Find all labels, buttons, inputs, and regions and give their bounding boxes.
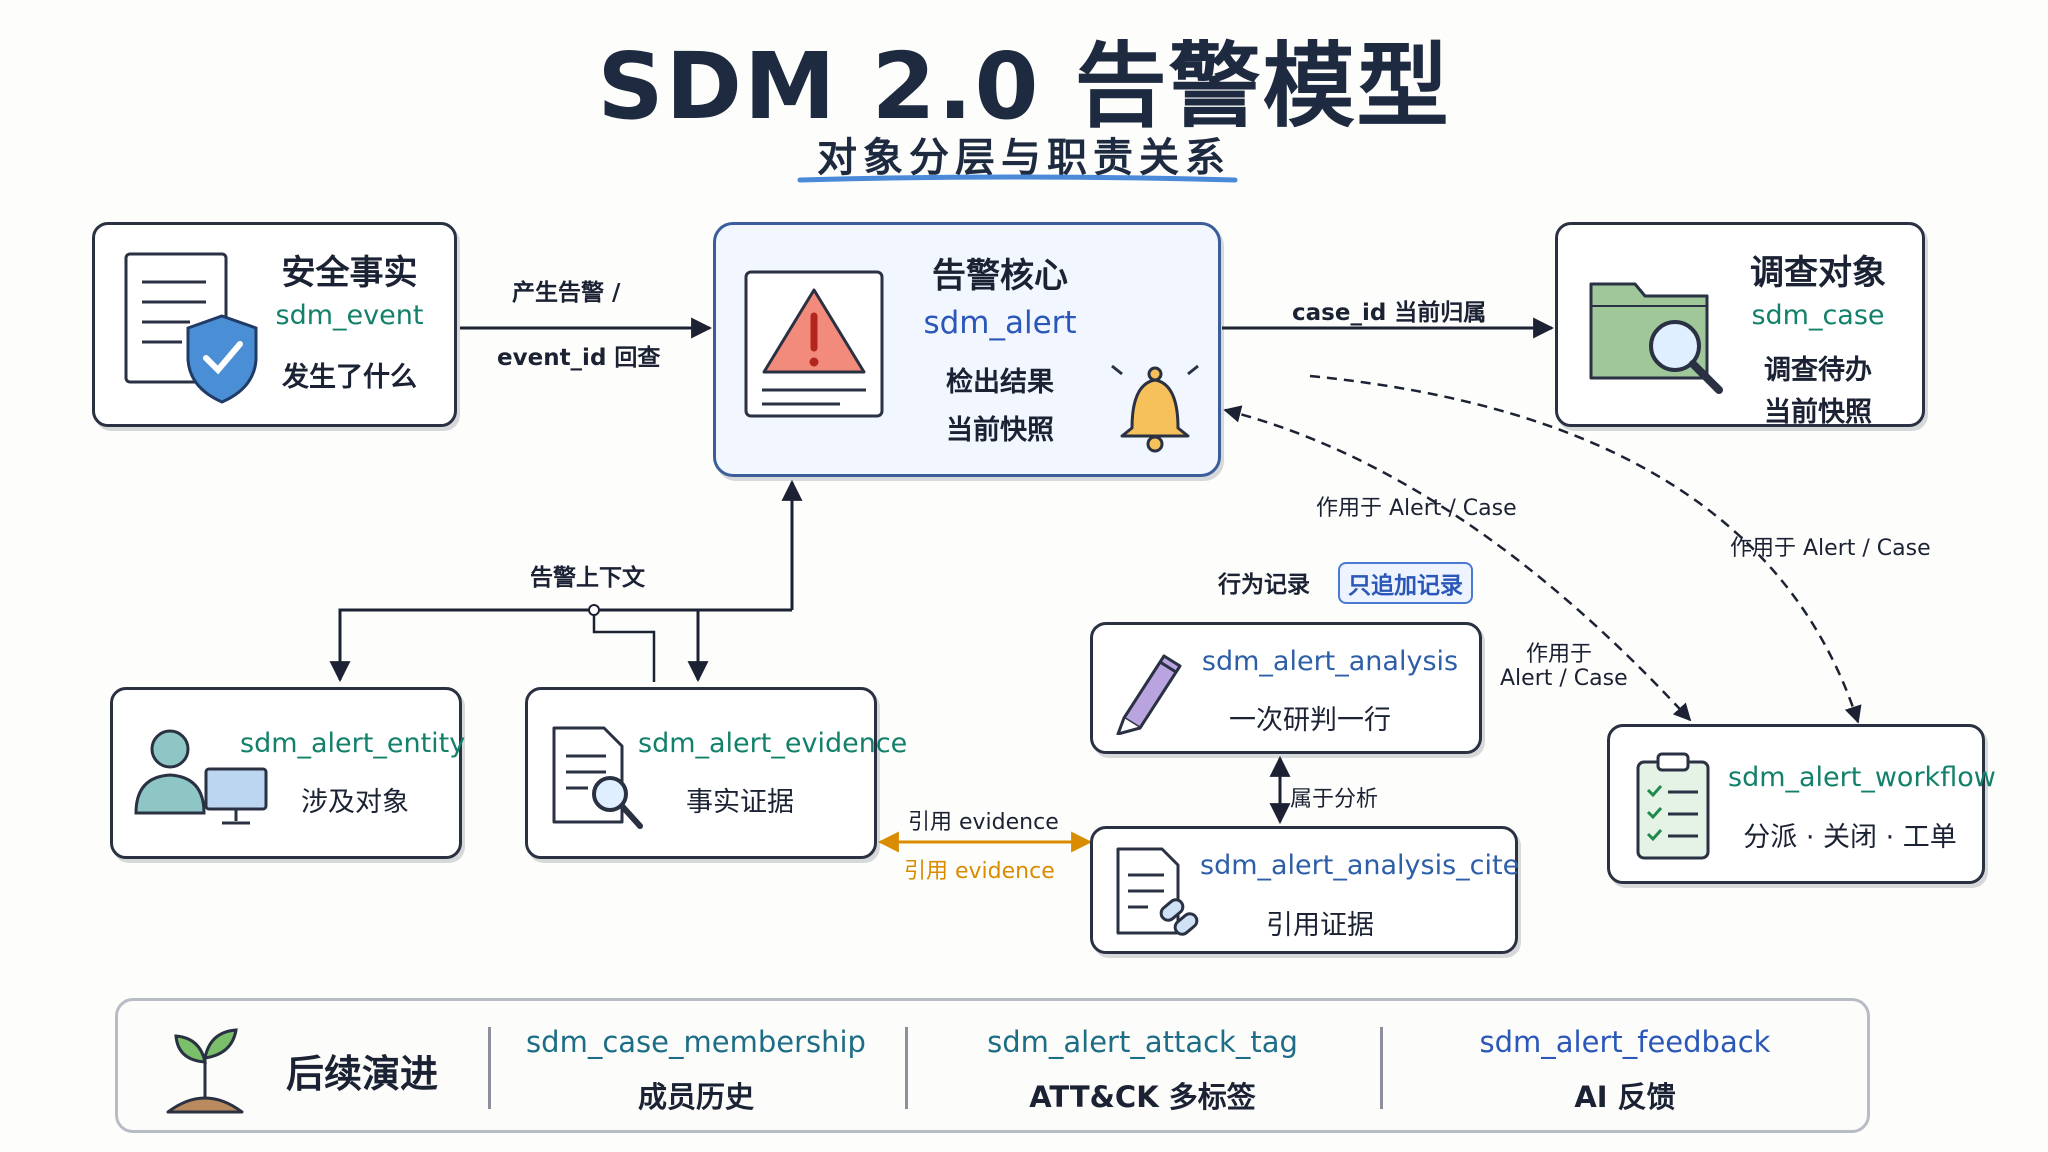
edge-label-applies-3b: Alert / Case	[1500, 666, 1628, 691]
future-evolution-panel	[115, 998, 1870, 1133]
case-title: 调查对象	[1750, 253, 1886, 293]
evidence-code: sdm_alert_evidence	[638, 728, 908, 759]
case-code: sdm_case	[1751, 300, 1885, 331]
alert-title: 告警核心	[932, 256, 1068, 296]
evidence-desc: 事实证据	[686, 787, 794, 818]
edge-label-event-alert-2: event_id 回查	[497, 345, 661, 371]
sprout-icon	[166, 1028, 244, 1114]
edge-label-belongs: 属于分析	[1290, 787, 1379, 812]
bell-icon	[1111, 364, 1199, 453]
future-divider-3	[1380, 1027, 1383, 1109]
doc-search-icon	[552, 726, 643, 829]
entity-box[interactable]	[110, 687, 462, 859]
future-item-desc: ATT&CK 多标签	[1029, 1080, 1256, 1114]
doc-link-icon	[1116, 847, 1199, 936]
edge-label-applies-2: 作用于 Alert / Case	[1730, 536, 1931, 561]
edge-label-context: 告警上下文	[530, 565, 645, 591]
analysis-code: sdm_alert_analysis	[1201, 646, 1459, 677]
future-item-desc: AI 反馈	[1574, 1080, 1676, 1114]
edge-label-applies-3a: 作用于	[1526, 642, 1593, 667]
event-code: sdm_event	[275, 300, 424, 331]
user-computer-icon	[134, 729, 268, 825]
edge-label-cite-1: 引用 evidence	[908, 810, 1059, 835]
entity-code: sdm_alert_entity	[240, 728, 466, 759]
future-item-code: sdm_alert_feedback	[1479, 1025, 1771, 1059]
future-item-code: sdm_case_membership	[526, 1025, 866, 1059]
clipboard-check-icon	[1636, 752, 1710, 860]
analysis-desc: 一次研判一行	[1229, 705, 1391, 736]
future-divider-1	[488, 1027, 491, 1109]
page-title: SDM 2.0 告警模型	[597, 33, 1451, 140]
edge-label-cite-2: 引用 evidence	[904, 859, 1055, 884]
analysis-cite-code: sdm_alert_analysis_cite	[1200, 850, 1520, 881]
workflow-desc: 分派 · 关闭 · 工单	[1743, 822, 1957, 853]
case-desc-2: 当前快照	[1764, 397, 1872, 428]
case-desc-1: 调查待办	[1764, 355, 1872, 386]
alert-desc-1: 检出结果	[946, 367, 1054, 398]
workflow-code: sdm_alert_workflow	[1728, 762, 1996, 793]
future-divider-2	[905, 1027, 908, 1109]
edge-label-alert-case: case_id 当前归属	[1292, 300, 1487, 326]
event-desc: 发生了什么	[282, 362, 417, 393]
folder-search-icon	[1589, 282, 1723, 394]
edge-label-applies-1: 作用于 Alert / Case	[1316, 496, 1517, 521]
future-item-desc: 成员历史	[637, 1080, 754, 1114]
pen-icon	[1116, 654, 1182, 735]
page-subtitle: 对象分层与职责关系	[817, 135, 1231, 181]
analysis-cite-desc: 引用证据	[1266, 910, 1374, 941]
edge-label-behavior: 行为记录	[1218, 572, 1310, 598]
case-box[interactable]	[1555, 222, 1925, 427]
edge-label-event-alert-1: 产生告警 /	[512, 280, 621, 306]
event-title: 安全事实	[281, 253, 418, 293]
future-item-code: sdm_alert_attack_tag	[987, 1025, 1298, 1059]
document-shield-icon	[124, 252, 258, 404]
append-only-badge: 只追加记录	[1338, 562, 1473, 604]
alert-code: sdm_alert	[923, 305, 1077, 341]
warning-doc-icon	[744, 270, 884, 418]
alert-desc-2: 当前快照	[946, 415, 1054, 446]
future-label: 后续演进	[285, 1052, 438, 1096]
entity-desc: 涉及对象	[301, 787, 409, 818]
